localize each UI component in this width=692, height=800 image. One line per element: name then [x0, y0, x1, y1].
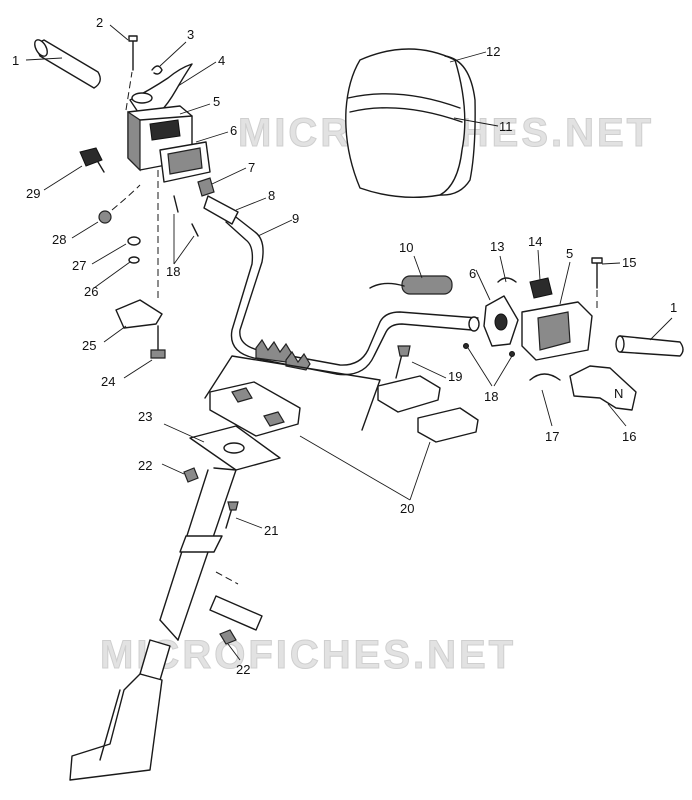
- brake-lever-16: N: [569, 365, 637, 411]
- bolt-24: [150, 325, 166, 359]
- windshield: [345, 48, 476, 199]
- nut-28: [98, 210, 112, 224]
- nut-22-lower: [219, 629, 237, 645]
- switch-14: [529, 277, 553, 299]
- callout-18-right: 18: [484, 389, 498, 404]
- nut-7: [197, 177, 215, 197]
- washer-26: [128, 256, 140, 264]
- callout-8: 8: [268, 188, 275, 203]
- bracket-25: [115, 299, 163, 329]
- callout-17: 17: [545, 429, 559, 444]
- washer-27: [127, 236, 141, 246]
- callout-26: 26: [84, 284, 98, 299]
- grip-heater-10: [369, 275, 453, 295]
- callout-23: 23: [138, 409, 152, 424]
- callout-5-right: 5: [566, 246, 573, 261]
- bar-end-8: [203, 195, 239, 225]
- callout-13: 13: [490, 239, 504, 254]
- callout-labels: 1 2 3 4 5 6 7 8 9 10 11 12 13 14 5 15 6 …: [12, 15, 677, 677]
- callout-22-upper: 22: [138, 458, 152, 473]
- callout-19: 19: [448, 369, 462, 384]
- callout-2: 2: [96, 15, 103, 30]
- left-control-housing: [127, 105, 211, 183]
- callout-6-right: 6: [469, 266, 476, 281]
- steering-plate-23: [189, 425, 281, 471]
- clip-3: [151, 65, 163, 75]
- callout-29: 29: [26, 186, 40, 201]
- callout-16: 16: [622, 429, 636, 444]
- screw-18-left: [173, 195, 179, 213]
- callout-12: 12: [486, 44, 500, 59]
- callout-27: 27: [72, 258, 86, 273]
- wire-13: [497, 277, 517, 283]
- bolt-19: [395, 345, 411, 379]
- switch-29: [79, 147, 105, 173]
- spacer-tube: [209, 595, 263, 631]
- callout-9: 9: [292, 211, 299, 226]
- callout-25: 25: [82, 338, 96, 353]
- right-grip: [615, 335, 684, 357]
- clamp-upper-right: [377, 375, 479, 443]
- callout-5-left: 5: [213, 94, 220, 109]
- callout-18-left: 18: [166, 264, 180, 279]
- right-control-housing: [521, 301, 593, 361]
- leader-lines: [25, 24, 673, 661]
- callout-28: 28: [52, 232, 66, 247]
- callout-22-lower: 22: [236, 662, 250, 677]
- bolt-2: [128, 35, 138, 71]
- callout-11: 11: [499, 119, 513, 134]
- part-mark: N: [614, 386, 623, 401]
- callout-21: 21: [264, 523, 278, 538]
- screw-18-right: [463, 343, 469, 349]
- callout-10: 10: [399, 240, 413, 255]
- callout-1-left: 1: [12, 53, 19, 68]
- steering-post: [69, 467, 237, 781]
- watermark-bottom: MICROFICHES.NET: [100, 633, 516, 677]
- callout-4: 4: [218, 53, 225, 68]
- callout-1-right: 1: [670, 300, 677, 315]
- bolt-15: [591, 257, 603, 289]
- callout-3: 3: [187, 27, 194, 42]
- bolt-21: [225, 501, 239, 529]
- assembly-bracket-line: [204, 355, 381, 431]
- callout-14: 14: [528, 234, 542, 249]
- clamp-lower: [209, 381, 301, 437]
- nut-22-upper: [183, 467, 199, 483]
- callout-20: 20: [400, 501, 414, 516]
- callout-6-left: 6: [230, 123, 237, 138]
- clip-17: [529, 373, 561, 381]
- callout-15: 15: [622, 255, 636, 270]
- callout-24: 24: [101, 374, 115, 389]
- throttle-lever: [129, 63, 193, 113]
- left-grip: [34, 39, 101, 89]
- callout-7: 7: [248, 160, 255, 175]
